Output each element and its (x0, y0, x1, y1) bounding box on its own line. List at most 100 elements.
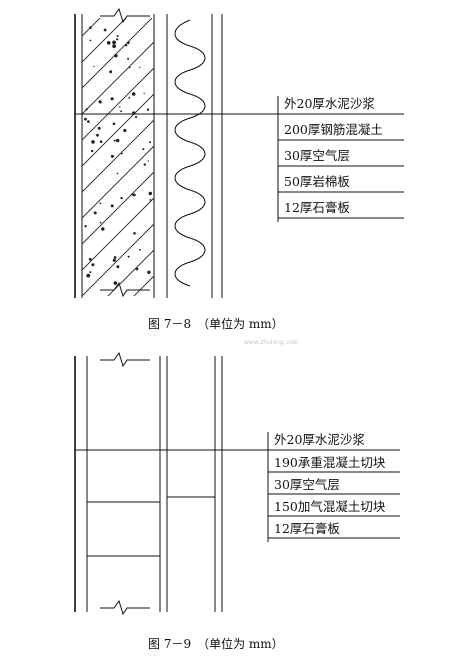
aggregate-dot (91, 263, 95, 267)
concrete-hatch-line (82, 197, 154, 271)
aggregate-dot (128, 66, 131, 69)
break-symbol-top (100, 351, 150, 368)
concrete-hatch-line (82, 302, 154, 374)
aggregate-dot (149, 141, 152, 144)
aggregate-dot (116, 138, 120, 143)
figure-7-8: 外20厚水泥沙浆 200厚钢筋混凝土 30厚空气层 50厚岩棉板 12厚石膏板 … (74, 0, 404, 374)
aggregate-dot (99, 202, 102, 205)
concrete-hatch-line (107, 249, 154, 296)
break-symbol-bottom (100, 281, 150, 298)
figure-caption-7-8: 图 7－8 （单位为 mm） (148, 316, 284, 331)
aggregate-dot (119, 106, 121, 108)
label-gypsum-board: 12厚石膏板 (274, 521, 340, 536)
aggregate-dot (84, 117, 87, 121)
aggregate-dot (120, 196, 123, 200)
aggregate-dot (131, 193, 134, 196)
aggregate-dot (147, 270, 151, 274)
aggregate-dot (135, 267, 139, 271)
aggregate-dot (89, 39, 92, 42)
figure-7-9: 外20厚水泥沙浆 190承重混凝土切块 30厚空气层 150加气混凝土切块 12… (74, 351, 400, 651)
aggregate-dot (89, 271, 92, 274)
break-symbol-bottom (100, 599, 150, 616)
label-gypsum-board: 12厚石膏板 (284, 200, 350, 215)
label-reinforced-concrete: 200厚钢筋混凝土 (284, 122, 383, 137)
rock-wool-wave (174, 19, 206, 287)
aggregate-dot (142, 148, 145, 151)
aggregate-dot (127, 41, 130, 44)
aggregate-dot (85, 108, 88, 111)
aggregate-dot (113, 139, 116, 142)
aggregate-dot (116, 172, 119, 175)
concrete-hatch-line (133, 275, 154, 296)
aggregate-dot (139, 66, 141, 69)
aggregate-dot (128, 96, 131, 99)
concrete-hatch-line (82, 18, 127, 63)
aggregate-dot (91, 140, 95, 144)
break-symbol-top (100, 7, 150, 24)
aggregate-dot (146, 108, 150, 111)
aggregate-dot (93, 211, 97, 215)
aggregate-dot (110, 154, 114, 158)
aggregate-dot (88, 257, 92, 261)
aggregate-dot (113, 281, 118, 285)
aggregate-dot (133, 232, 136, 235)
aggregate-dot (103, 28, 107, 32)
aggregate-dot (114, 54, 118, 58)
concrete-hatch-line (82, 18, 153, 89)
aggregate-dot (113, 256, 117, 259)
aggregate-dot (121, 152, 123, 155)
aggregate-dot (147, 160, 149, 162)
aggregate-dot (84, 225, 87, 228)
aggregate-dot (106, 41, 111, 45)
aggregate-dot (143, 92, 145, 95)
aggregate-dot (112, 122, 116, 126)
concrete-hatch-line (82, 41, 154, 115)
concrete-hatch-line (82, 18, 101, 37)
aggregate-dot (99, 221, 102, 224)
figure-caption-7-9: 图 7－9 （单位为 mm） (148, 636, 284, 651)
aggregate-dot (86, 273, 91, 278)
aggregate-dot (134, 115, 138, 119)
aggregate-dot (123, 128, 127, 133)
aggregate-dot (101, 227, 105, 231)
label-air-gap: 30厚空气层 (274, 477, 340, 492)
aggregate-dot (87, 120, 90, 123)
aggregate-dot (143, 163, 146, 166)
label-cement-mortar: 外20厚水泥沙浆 (284, 96, 375, 111)
aggregate-dot (93, 65, 95, 68)
aggregate-dot (120, 110, 122, 113)
aggregate-dot (99, 140, 103, 143)
concrete-hatch-line (82, 67, 154, 141)
label-rock-wool: 50厚岩棉板 (284, 174, 350, 189)
aggregate-dot (116, 38, 119, 41)
aggregate-dot (127, 57, 130, 60)
label-aerated-concrete-block: 150加气混凝土切块 (274, 499, 386, 514)
concrete-hatch-line (82, 145, 154, 219)
aggregate-dot (89, 26, 92, 30)
label-air-gap: 30厚空气层 (284, 148, 350, 163)
concrete-hatch-line (82, 0, 154, 10)
concrete-hatch-line (82, 93, 154, 167)
concrete-hatch-line (82, 223, 154, 296)
aggregate-dot (131, 92, 136, 96)
aggregate-dot (109, 70, 113, 74)
aggregate-dot (116, 35, 119, 38)
aggregate-dot (149, 199, 152, 201)
aggregate-dot (97, 126, 101, 130)
aggregate-dot (116, 265, 120, 269)
aggregate-dot (112, 258, 116, 262)
aggregate-dot (132, 193, 136, 197)
aggregate-dot (112, 44, 116, 48)
label-cement-mortar: 外20厚水泥沙浆 (274, 432, 365, 447)
aggregate-dot (138, 248, 141, 251)
aggregate-dot (127, 255, 130, 258)
aggregate-dot (96, 133, 99, 137)
aggregate-dot (148, 191, 152, 196)
aggregate-dot (110, 204, 114, 208)
aggregate-dot (110, 97, 114, 101)
label-loadbearing-concrete-block: 190承重混凝土切块 (274, 455, 386, 470)
aggregate-dot (125, 44, 128, 47)
aggregate-dot (98, 100, 102, 104)
watermark: www.zhulong.com (244, 339, 299, 346)
